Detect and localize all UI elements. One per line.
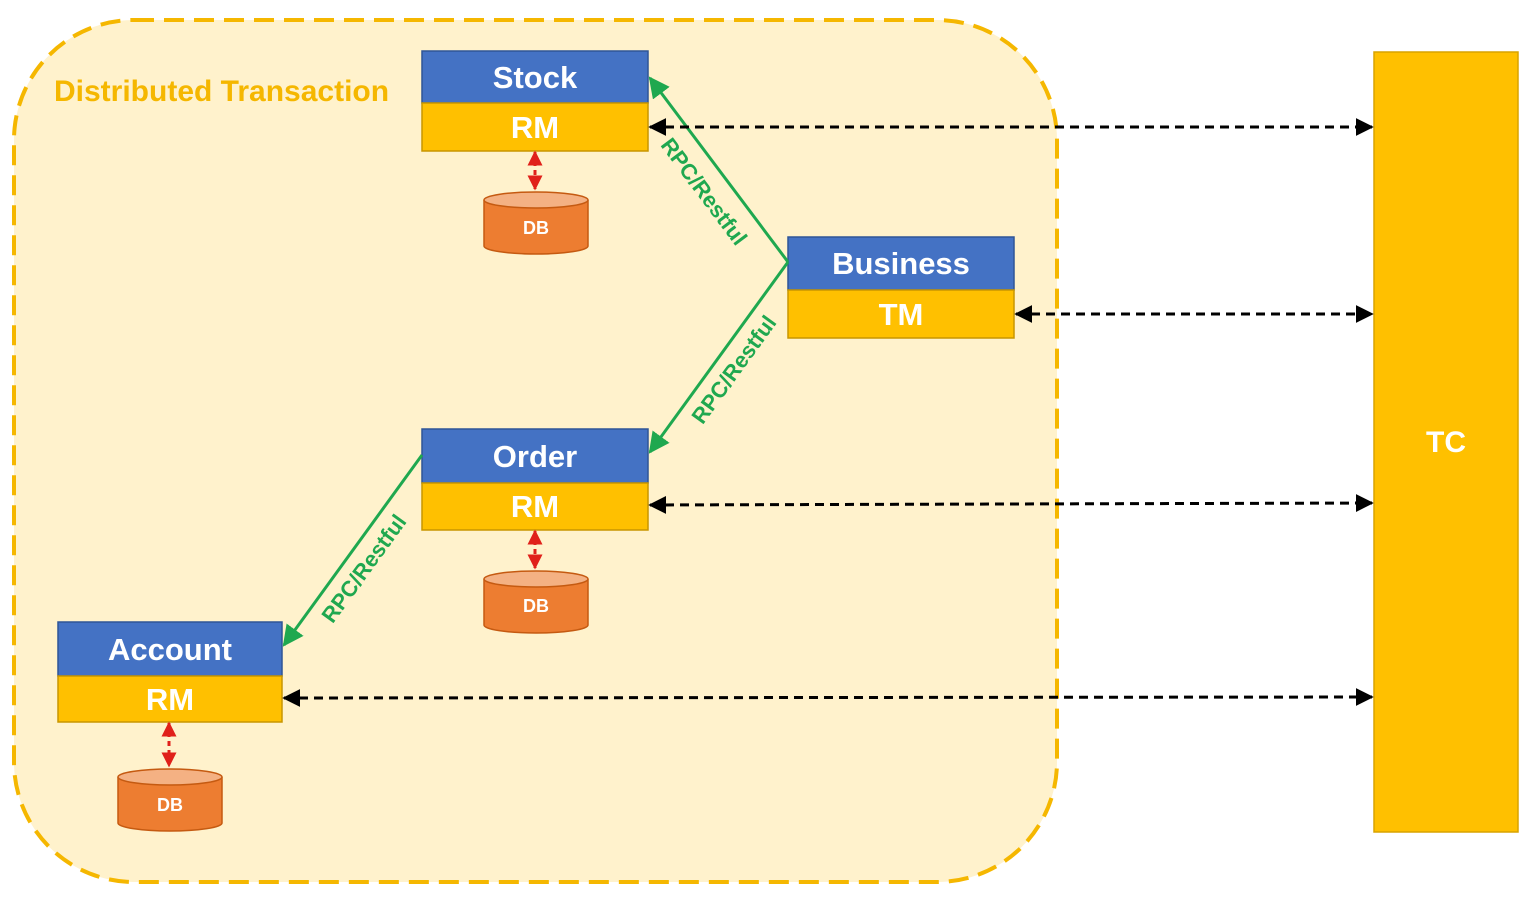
- stock-database: DB: [483, 191, 589, 255]
- business-name: Business: [832, 246, 970, 281]
- order-name: Order: [493, 439, 577, 474]
- order-role: RM: [511, 489, 559, 524]
- region-title: Distributed Transaction: [54, 75, 389, 108]
- business-role-band: [787, 289, 1015, 339]
- account-header: [57, 621, 283, 677]
- stock-database-top: [483, 191, 589, 209]
- order-header: [421, 428, 649, 484]
- stock-service: Stock RM: [421, 50, 649, 152]
- account-name: Account: [108, 632, 232, 667]
- business-service: Business TM: [787, 236, 1015, 339]
- stock-database-body: [483, 200, 589, 255]
- business-role: TM: [879, 297, 924, 332]
- transaction-coordinator: TC: [1373, 51, 1519, 833]
- account-database-top: [117, 768, 223, 786]
- order-database-top: [483, 570, 589, 588]
- order-to-account-arrow: [282, 454, 424, 647]
- business-header: [787, 236, 1015, 291]
- order-database-body: [483, 579, 589, 634]
- account-tc-link: [282, 688, 1374, 707]
- stock-role: RM: [511, 110, 559, 145]
- business-to-stock-arrow: [648, 76, 790, 263]
- order-database-label: DB: [523, 596, 549, 616]
- order-database: DB: [483, 570, 589, 634]
- account-database: DB: [117, 768, 223, 832]
- coordinator-box: [1373, 51, 1519, 833]
- stock-database-label: DB: [523, 218, 549, 238]
- account-role: RM: [146, 682, 194, 717]
- business-to-order-arrow: [648, 261, 790, 454]
- stock-role-band: [421, 102, 649, 152]
- account-database-body: [117, 777, 223, 832]
- order-service: Order RM: [421, 428, 649, 531]
- account-service: Account RM: [57, 621, 283, 723]
- account-database-label: DB: [157, 795, 183, 815]
- stock-header: [421, 50, 649, 104]
- order-role-band: [421, 482, 649, 531]
- stock-name: Stock: [493, 60, 578, 95]
- coordinator-label: TC: [1426, 426, 1466, 459]
- order-tc-link: [648, 494, 1374, 514]
